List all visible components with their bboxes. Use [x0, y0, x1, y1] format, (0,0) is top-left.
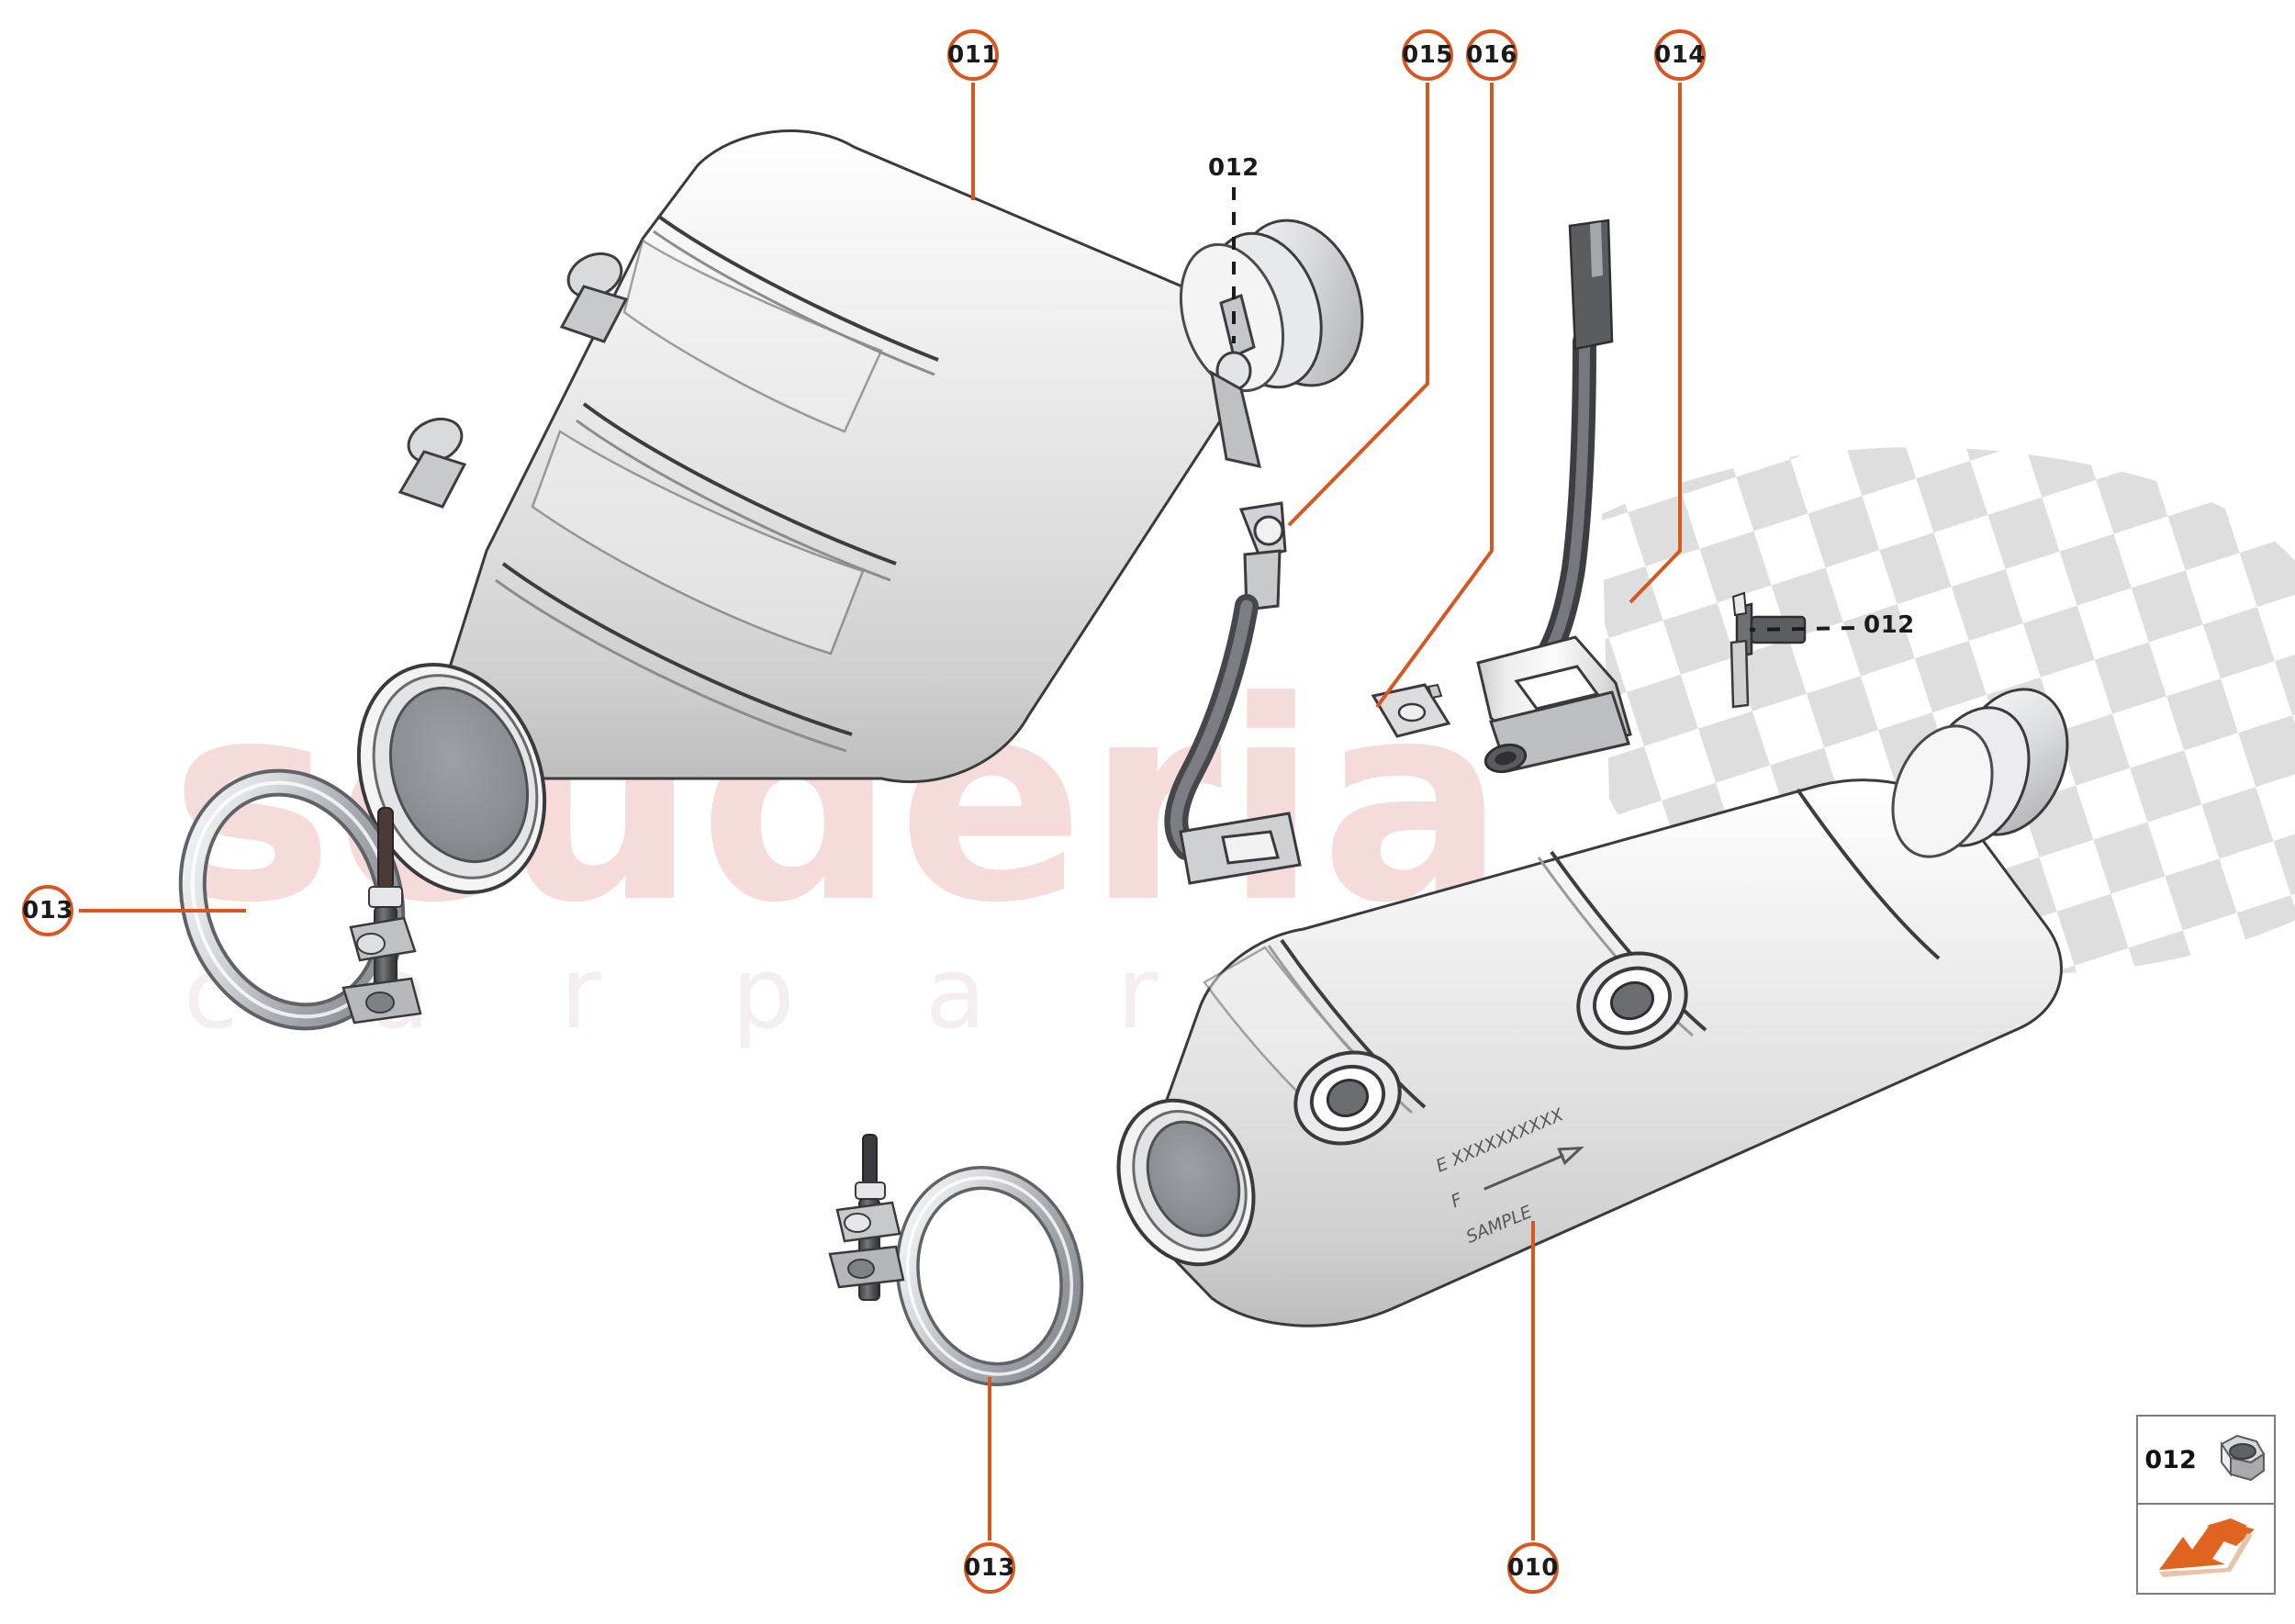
- part-011-catalytic-converter-upper: [356, 129, 1364, 895]
- callout-016-label: 016: [1466, 41, 1517, 69]
- callout-011-label: 011: [947, 41, 999, 69]
- callout-014[interactable]: 014: [1654, 29, 1706, 81]
- leader-016: [1375, 83, 1494, 709]
- orange-arrow-icon: [2159, 1518, 2255, 1577]
- inlet-mouth-lower: [1116, 1098, 1256, 1267]
- callout-013-lower[interactable]: 013: [964, 1542, 1015, 1594]
- callout-013-upper[interactable]: 013: [22, 885, 73, 936]
- part-014-hanger-rod-bracket: [1476, 218, 1632, 774]
- callout-013-upper-label: 013: [22, 897, 73, 924]
- legend-box: 012: [2136, 1415, 2276, 1595]
- inlet-mouth-upper: [356, 662, 547, 895]
- part-013-v-band-clamp-upper: [178, 768, 422, 1031]
- label-012-right: 012: [1864, 611, 1915, 639]
- clamp-t-bolt-upper: [341, 807, 422, 1025]
- callout-013-lower-label: 013: [964, 1554, 1015, 1582]
- callout-011[interactable]: 011: [947, 29, 999, 81]
- clamp-t-bolt-lower: [828, 1134, 905, 1301]
- sensor-boss-upper-2: [397, 417, 467, 509]
- sensor-boss-upper-1: [559, 252, 629, 343]
- leader-014: [1629, 83, 1682, 604]
- leader-012-right-dashed: [1749, 626, 1855, 632]
- callout-010[interactable]: 010: [1507, 1542, 1559, 1594]
- part-015-support-bracket-arm: [1164, 501, 1302, 885]
- sensor-port-lower-1: [1293, 1050, 1402, 1146]
- hex-nut-icon: [2220, 1434, 2265, 1482]
- legend-row-nut: 012: [2138, 1417, 2274, 1505]
- leader-015: [1287, 83, 1429, 527]
- legend-row-arrow: [2138, 1505, 2274, 1593]
- label-012-left: 012: [1208, 154, 1259, 182]
- callout-015[interactable]: 015: [1402, 29, 1453, 81]
- flow-direction-arrow: [1483, 1146, 1584, 1191]
- callout-014-label: 014: [1654, 41, 1706, 69]
- legend-nut-number: 012: [2144, 1445, 2197, 1474]
- callout-010-label: 010: [1507, 1554, 1559, 1582]
- sensor-port-lower-2: [1576, 951, 1688, 1050]
- part-016-mounting-plate-square: [1371, 683, 1451, 738]
- callout-015-label: 015: [1402, 41, 1453, 69]
- callout-016[interactable]: 016: [1466, 29, 1517, 81]
- part-013-v-band-clamp-lower: [828, 1134, 1084, 1386]
